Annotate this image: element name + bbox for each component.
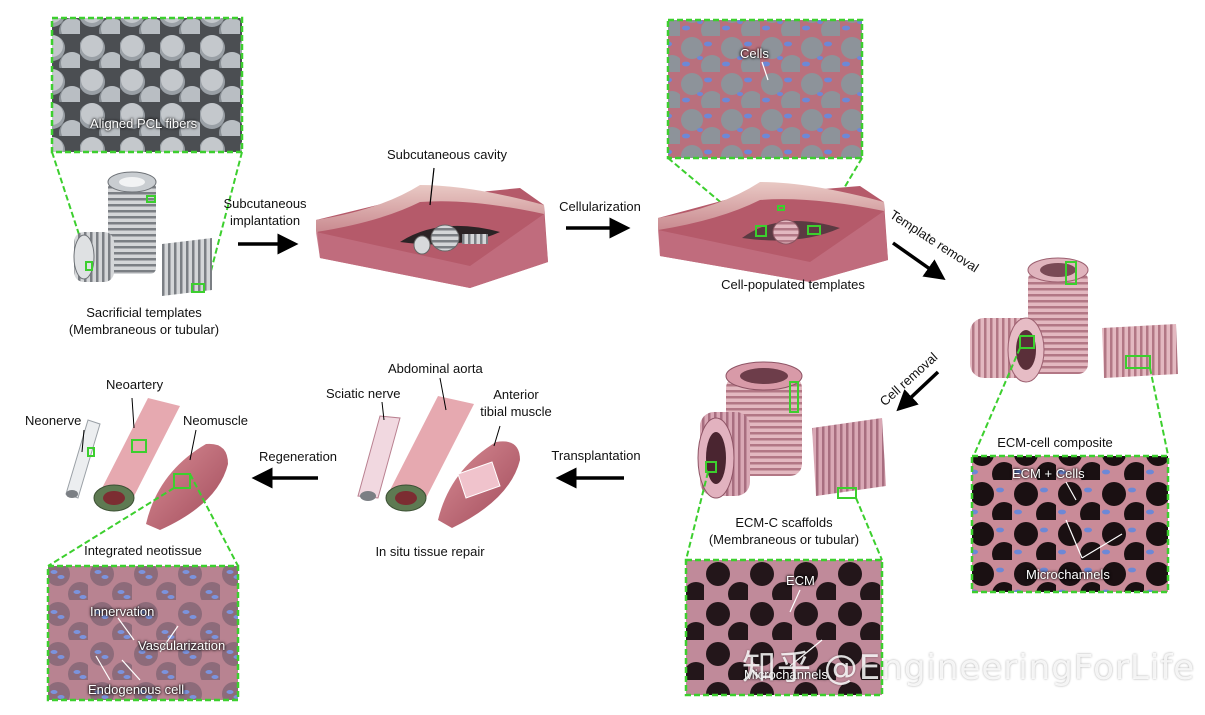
inset-neotissue	[46, 564, 240, 702]
inset-ecm-cells	[970, 454, 1170, 594]
label-tibial-muscle: tibial muscle	[480, 404, 552, 419]
watermark: 知乎 @EngineeringForLife	[742, 648, 1196, 688]
label-anterior: Anterior	[493, 387, 539, 402]
in-situ-repair-graphic	[357, 396, 520, 528]
inset-cells	[666, 18, 864, 160]
subcutaneous-cavity-graphic	[316, 185, 548, 288]
label-ecm: ECM	[786, 573, 815, 588]
neotissue-graphic	[65, 398, 228, 530]
label-in-situ: In situ tissue repair	[375, 544, 485, 559]
inset-ecm	[684, 558, 884, 697]
label-abdominal-aorta: Abdominal aorta	[388, 361, 483, 376]
label-sacrificial-templates: Sacrificial templates	[86, 305, 202, 320]
ecm-cell-composite-graphic	[970, 257, 1178, 383]
label-neonerve: Neonerve	[25, 413, 82, 428]
ecmc-scaffolds-graphic	[697, 361, 886, 499]
label-microchannels-bottom: Microchannels	[744, 667, 828, 682]
label-innervation: Innervation	[90, 604, 155, 619]
inset-aligned-pcl	[50, 16, 244, 154]
label-vascularization: Vascularization	[138, 638, 226, 653]
label-subcutaneous-cavity: Subcutaneous cavity	[387, 147, 507, 162]
sacrificial-templates-graphic	[73, 171, 212, 296]
label-regeneration: Regeneration	[258, 449, 338, 464]
label-transplantation: Transplantation	[551, 448, 641, 463]
label-implantation: implantation	[229, 213, 301, 228]
label-sciatic-nerve: Sciatic nerve	[326, 386, 401, 401]
label-ecmc-sub: (Membraneous or tubular)	[708, 532, 860, 547]
label-ecmc-scaffolds: ECM-C scaffolds	[735, 515, 833, 530]
label-cellularization: Cellularization	[559, 199, 641, 214]
arrow-template-removal	[891, 241, 946, 281]
label-ecm-plus-cells: ECM + Cells	[1012, 466, 1085, 481]
label-cell-populated: Cell-populated templates	[721, 277, 865, 292]
label-cells: Cells	[740, 46, 769, 61]
label-microchannels-right: Microchannels	[1026, 567, 1110, 582]
cell-populated-graphic	[658, 182, 888, 282]
label-sacrificial-sub: (Membraneous or tubular)	[68, 322, 220, 337]
label-subcutaneous: Subcutaneous	[223, 196, 307, 211]
label-neomuscle: Neomuscle	[183, 413, 249, 428]
arrow-cell-removal	[896, 370, 940, 412]
label-aligned-pcl: Aligned PCL fibers	[90, 116, 198, 131]
label-neoartery: Neoartery	[106, 377, 164, 392]
label-ecm-cell-composite: ECM-cell composite	[997, 435, 1113, 450]
label-integrated-neotissue: Integrated neotissue	[84, 543, 202, 558]
label-endogenous-cell: Endogenous cell	[88, 682, 185, 697]
